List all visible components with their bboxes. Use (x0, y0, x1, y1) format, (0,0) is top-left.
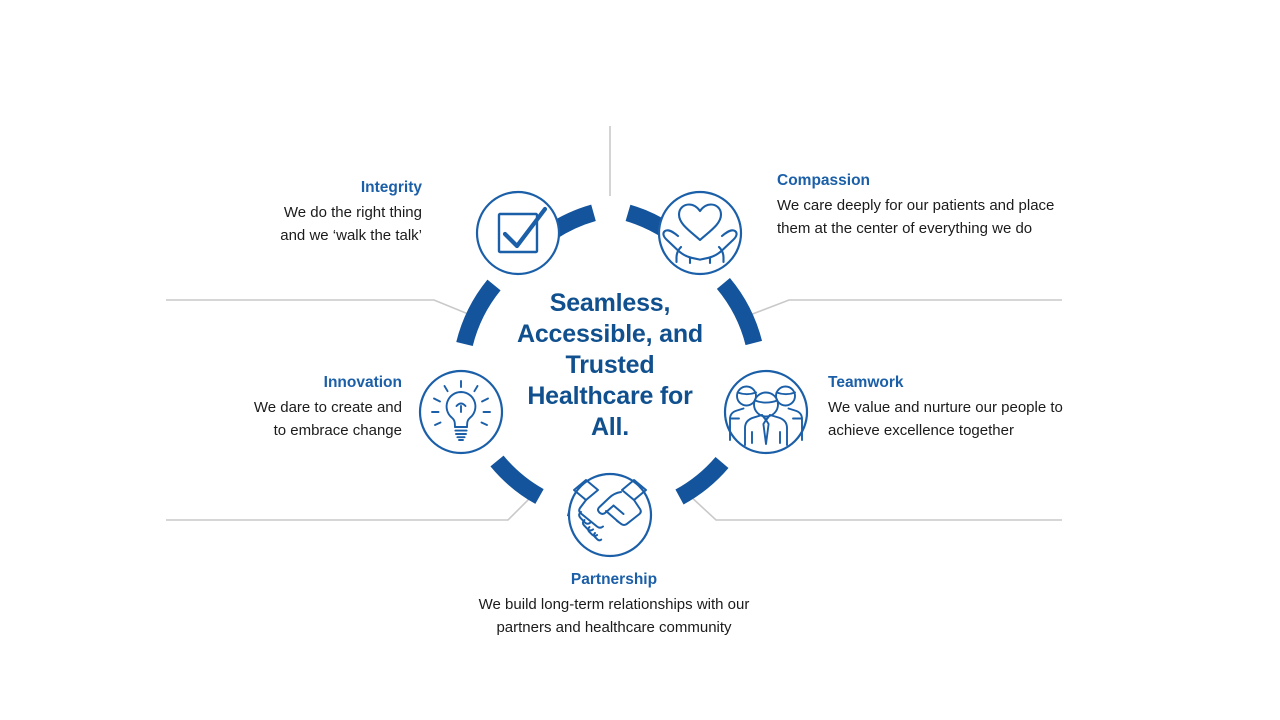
value-block-teamwork[interactable]: Teamwork We value and nurture our people… (828, 373, 1128, 442)
value-block-innovation[interactable]: Innovation We dare to create and to embr… (178, 373, 402, 442)
value-description-innovation: We dare to create and to embrace change (178, 396, 402, 442)
icon-bubble-partnership[interactable] (567, 472, 653, 558)
arc-segment-10 (456, 279, 501, 347)
value-description-integrity: We do the right thing and we ‘walk the t… (200, 201, 422, 247)
icon-bubble-innovation[interactable] (418, 369, 504, 455)
value-title-partnership: Partnership (570, 571, 658, 588)
heart-in-hands-icon (662, 203, 738, 265)
arc-segment-8 (490, 455, 544, 504)
value-description-teamwork: We value and nurture our people to achie… (828, 396, 1128, 442)
value-description-compassion: We care deeply for our patients and plac… (777, 194, 1137, 240)
value-description-line: We do the right thing (283, 204, 422, 221)
value-description-line: achieve excellence together (828, 422, 1014, 439)
center-statement-line-4: Healthcare for (527, 382, 693, 410)
value-block-integrity[interactable]: Integrity We do the right thing and we ‘… (200, 178, 422, 247)
arc-segment-5 (675, 456, 729, 505)
icon-circle-compassion (657, 190, 743, 276)
connector-lines (166, 126, 1062, 521)
value-description-line: We care deeply for our patients and plac… (777, 197, 1055, 214)
connector-teamwork (687, 493, 1062, 521)
arc-segment-3 (716, 277, 763, 346)
value-description-line: We value and nurture our people to (828, 399, 1063, 416)
value-description-partnership: We build long-term relationships with ou… (424, 593, 804, 639)
center-statement: Seamless, Accessible, and Trusted Health… (495, 288, 725, 443)
value-description-line: partners and healthcare community (496, 619, 732, 636)
value-block-compassion[interactable]: Compassion We care deeply for our patien… (777, 171, 1137, 240)
center-statement-line-1: Seamless, (549, 289, 671, 317)
value-block-partnership[interactable]: Partnership We build long-term relations… (424, 570, 804, 639)
checkbox-check-icon (497, 206, 548, 254)
connector-compassion (741, 299, 1062, 319)
center-statement-line-5: All. (590, 413, 630, 441)
value-description-line: We dare to create and (253, 399, 402, 416)
handshake-icon (573, 479, 647, 542)
center-statement-line-3: Trusted (565, 351, 655, 379)
center-statement-line-2: Accessible, and (517, 320, 703, 348)
value-title-compassion: Compassion (777, 172, 871, 189)
icon-bubble-integrity[interactable] (475, 190, 561, 276)
value-description-line: and we ‘walk the talk’ (280, 227, 422, 244)
value-title-integrity: Integrity (360, 179, 422, 196)
icon-bubble-compassion[interactable] (657, 190, 743, 276)
lightbulb-idea-icon (431, 380, 491, 441)
value-title-innovation: Innovation (323, 374, 402, 391)
icon-circle-integrity (475, 190, 561, 276)
connector-innovation (166, 493, 535, 521)
value-description-line: them at the center of everything we do (777, 220, 1033, 237)
team-people-icon (729, 385, 803, 446)
connector-integrity (166, 299, 479, 319)
value-title-teamwork: Teamwork (828, 374, 904, 391)
icon-bubble-teamwork[interactable] (723, 369, 809, 455)
value-description-line: to embrace change (273, 422, 402, 439)
value-description-line: We build long-term relationships with ou… (478, 596, 750, 613)
